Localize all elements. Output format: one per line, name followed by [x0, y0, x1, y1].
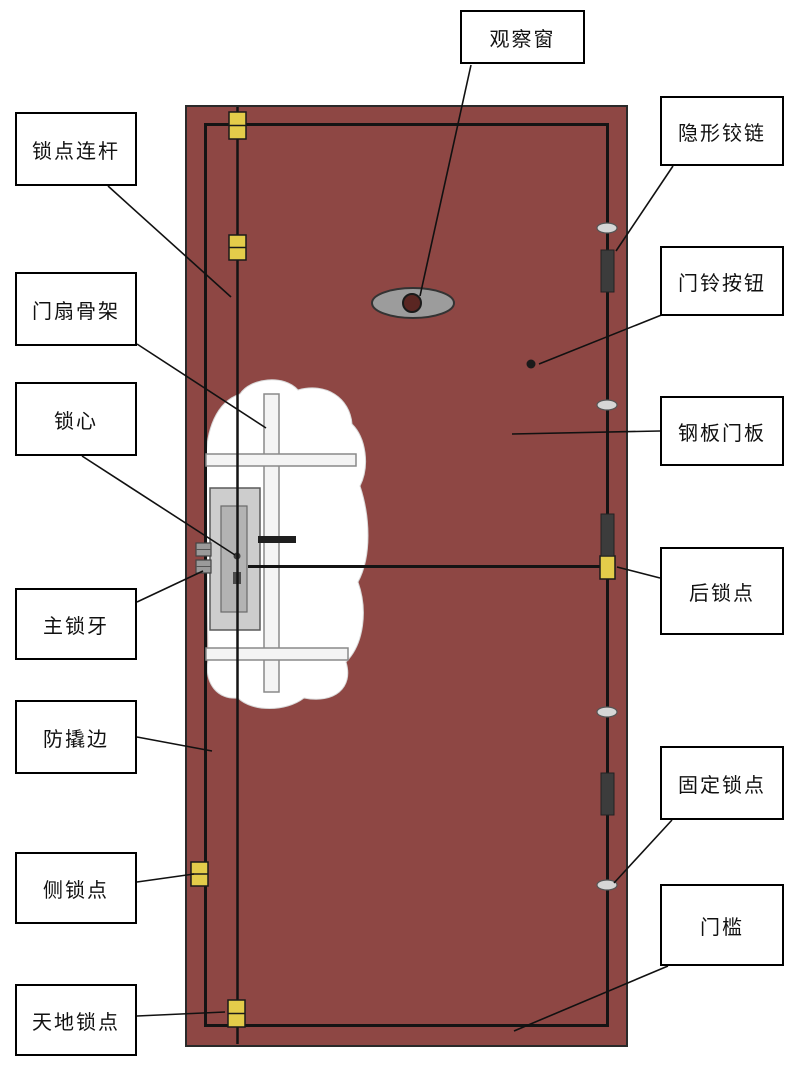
skeleton-horizontal-bar-bottom — [205, 647, 349, 661]
label-text: 后锁点 — [689, 580, 755, 605]
connector-hidden-hinge — [615, 165, 674, 252]
label-anti-pry-edge: 防撬边 — [15, 700, 137, 774]
label-text: 锁心 — [54, 408, 98, 433]
hidden-hinge-bottom — [600, 772, 615, 816]
label-text: 侧锁点 — [43, 877, 109, 902]
label-text: 防撬边 — [43, 726, 109, 751]
skeleton-horizontal-bar-top — [205, 453, 357, 467]
label-steel-door-panel: 钢板门板 — [660, 396, 784, 466]
label-doorbell-button: 门铃按钮 — [660, 246, 784, 316]
connector-observation-window — [419, 64, 472, 297]
connector-lines — [81, 64, 674, 1032]
label-fixed-lock-point: 固定锁点 — [660, 746, 784, 820]
label-top-bottom-lock-point: 天地锁点 — [15, 984, 137, 1056]
hinge-cap — [596, 399, 618, 411]
connector-fixed-lock-point — [613, 819, 673, 884]
label-lock-point-rod: 锁点连杆 — [15, 112, 137, 186]
connector-anti-pry-edge — [136, 736, 213, 752]
label-text: 锁点连杆 — [32, 138, 120, 163]
hinge-cap — [596, 706, 618, 718]
hinge-cap — [596, 222, 618, 234]
connector-lock-cylinder — [81, 455, 236, 556]
label-side-lock-point: 侧锁点 — [15, 852, 137, 924]
connector-steel-panel — [511, 430, 661, 435]
label-text: 门铃按钮 — [678, 270, 766, 295]
label-text: 钢板门板 — [678, 420, 766, 445]
label-text: 天地锁点 — [32, 1009, 120, 1034]
label-hidden-hinge: 隐形铰链 — [660, 96, 784, 166]
label-text: 主锁牙 — [43, 613, 109, 638]
lock-handle-bar — [258, 536, 296, 543]
fixed-lock-point-cap — [596, 879, 618, 891]
label-text: 观察窗 — [489, 26, 556, 51]
doorbell-dot — [526, 359, 536, 369]
connector-side-lock-point — [136, 873, 195, 883]
connector-main-lock-bolt — [136, 570, 204, 603]
label-text: 门槛 — [700, 914, 744, 939]
rear-lock-point-block — [599, 555, 616, 580]
lock-inner-plate — [220, 505, 248, 613]
label-text: 固定锁点 — [678, 772, 766, 797]
connector-skeleton — [136, 343, 267, 429]
label-main-lock-bolt: 主锁牙 — [15, 588, 137, 660]
label-rear-lock-point: 后锁点 — [660, 547, 784, 635]
peephole-lens — [402, 293, 422, 313]
hidden-hinge-middle — [600, 513, 615, 557]
connector-door-sill — [513, 965, 669, 1032]
connector-top-bottom-lock-point — [136, 1011, 226, 1017]
hidden-hinge-top — [600, 249, 615, 293]
connector-doorbell — [538, 313, 665, 365]
connector-rear-lock-point — [616, 566, 661, 579]
label-text: 门扇骨架 — [32, 298, 120, 323]
label-text: 隐形铰链 — [678, 120, 766, 145]
connector-lock-point-rod — [107, 185, 232, 298]
label-lock-cylinder: 锁心 — [15, 382, 137, 456]
label-observation-window: 观察窗 — [460, 10, 585, 64]
label-door-sill: 门槛 — [660, 884, 784, 966]
label-door-leaf-skeleton: 门扇骨架 — [15, 272, 137, 346]
